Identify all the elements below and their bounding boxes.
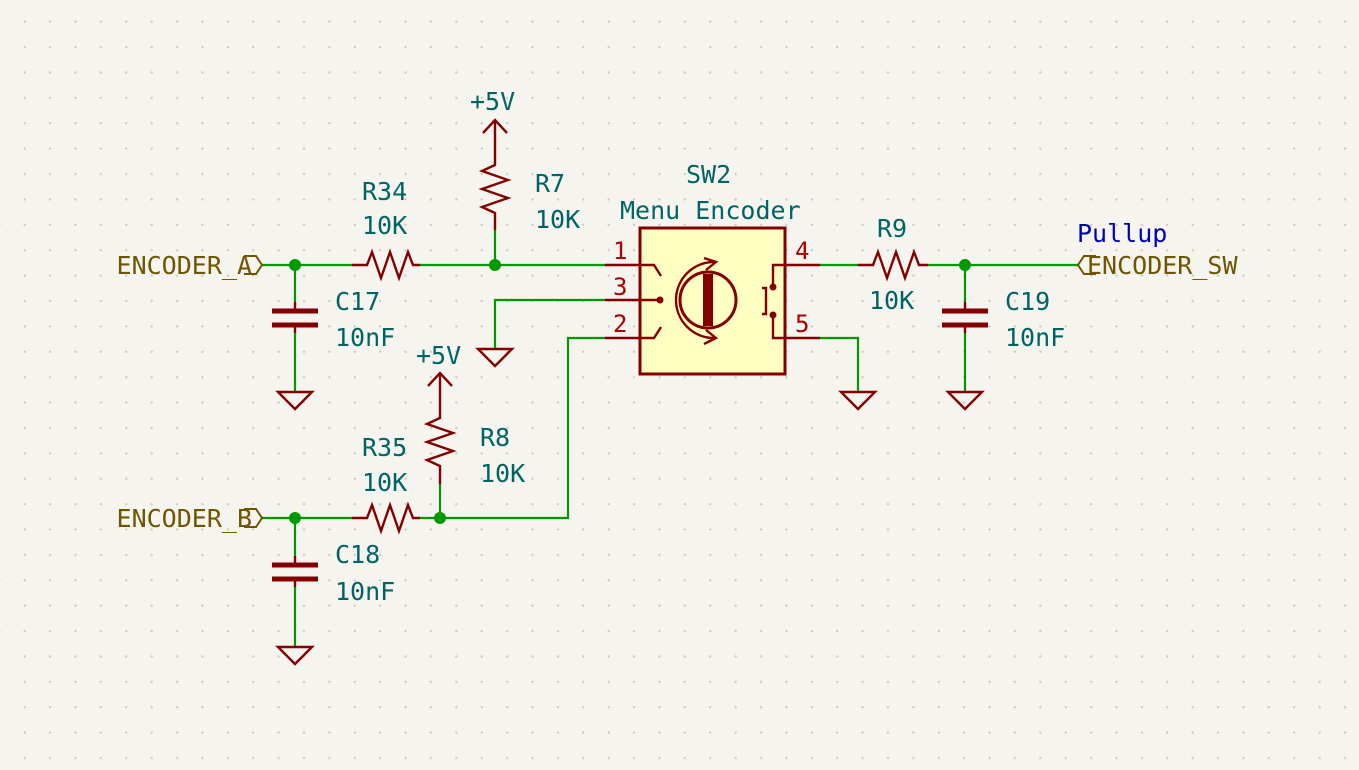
r35-value: 10K [362, 468, 407, 497]
resistor-r7[interactable]: +5V R7 10K [470, 87, 580, 234]
resistor-symbol [423, 403, 457, 484]
wire [418, 336, 607, 520]
pin-number: 4 [795, 237, 809, 265]
pin-number: 3 [613, 273, 627, 301]
wire [493, 298, 607, 349]
sw2-ref: SW2 [686, 160, 731, 189]
rotary-encoder-sw2[interactable]: 1 3 2 4 5 SW2 Menu Encoder [605, 160, 820, 376]
capacitor-c19[interactable]: C19 10nF [942, 287, 1065, 352]
resistor-symbol [478, 150, 512, 230]
ground-icon [475, 347, 515, 368]
r34-ref: R34 [362, 177, 407, 206]
wires [260, 228, 1080, 647]
encoder-a-label: ENCODER_A [117, 251, 252, 280]
r8-value: 10K [480, 459, 525, 488]
net-label-pullup[interactable]: Pullup [1077, 219, 1167, 248]
c19-ref: C19 [1005, 287, 1050, 316]
global-label-encoder-sw[interactable]: ENCODER_SW [1076, 251, 1238, 280]
r35-ref: R35 [362, 433, 407, 462]
junction-dot [289, 512, 301, 524]
pin-number: 5 [795, 310, 809, 338]
r9-value: 10K [869, 286, 914, 315]
capacitor-c17[interactable]: C17 10nF [272, 287, 395, 352]
ground-symbols [275, 347, 985, 666]
resistor-r9[interactable]: R9 10K [858, 214, 928, 315]
encoder-b-label: ENCODER_B [117, 504, 252, 533]
c19-value: 10nF [1005, 323, 1065, 352]
encoder-knob-icon [674, 256, 738, 346]
pin-number: 2 [613, 310, 627, 338]
r8-ref: R8 [480, 423, 510, 452]
c18-value: 10nF [335, 577, 395, 606]
global-label-arrow-icon [1076, 255, 1096, 275]
resistor-r35[interactable]: R35 10K [352, 433, 420, 535]
capacitor-c18[interactable]: C18 10nF [272, 540, 395, 606]
resistor-r34[interactable]: R34 10K [352, 177, 420, 282]
encoder-contacts [640, 263, 664, 340]
r34-value: 10K [362, 211, 407, 240]
junction-dot [289, 259, 301, 271]
junction-dot [489, 259, 501, 271]
c17-value: 10nF [335, 323, 395, 352]
global-label-encoder-b[interactable]: ENCODER_B [117, 504, 264, 533]
junction-dot [959, 259, 971, 271]
resistor-symbol [858, 248, 928, 282]
junction-dot [434, 512, 446, 524]
resistor-symbol [352, 501, 420, 535]
ground-icon [838, 390, 878, 411]
resistor-symbol [352, 248, 420, 282]
r7-value: 10K [535, 205, 580, 234]
sw2-value: Menu Encoder [620, 196, 801, 225]
r7-supply-label: +5V [470, 87, 515, 116]
encoder-sw-label: ENCODER_SW [1087, 251, 1238, 280]
r7-ref: R7 [535, 169, 565, 198]
c18-ref: C18 [335, 540, 380, 569]
c17-ref: C17 [335, 287, 380, 316]
wire [818, 336, 860, 392]
global-label-arrow-icon [244, 255, 264, 275]
pin-number: 1 [613, 237, 627, 265]
ground-icon [945, 390, 985, 411]
global-label-encoder-a[interactable]: ENCODER_A [117, 251, 264, 280]
ground-icon [275, 390, 315, 411]
push-switch-icon [762, 263, 785, 340]
r8-supply-label: +5V [416, 341, 461, 370]
junctions [289, 259, 971, 524]
resistor-r8[interactable]: +5V R8 10K [416, 341, 525, 488]
ground-icon [275, 645, 315, 666]
global-label-arrow-icon [244, 508, 264, 528]
r9-ref: R9 [877, 214, 907, 243]
